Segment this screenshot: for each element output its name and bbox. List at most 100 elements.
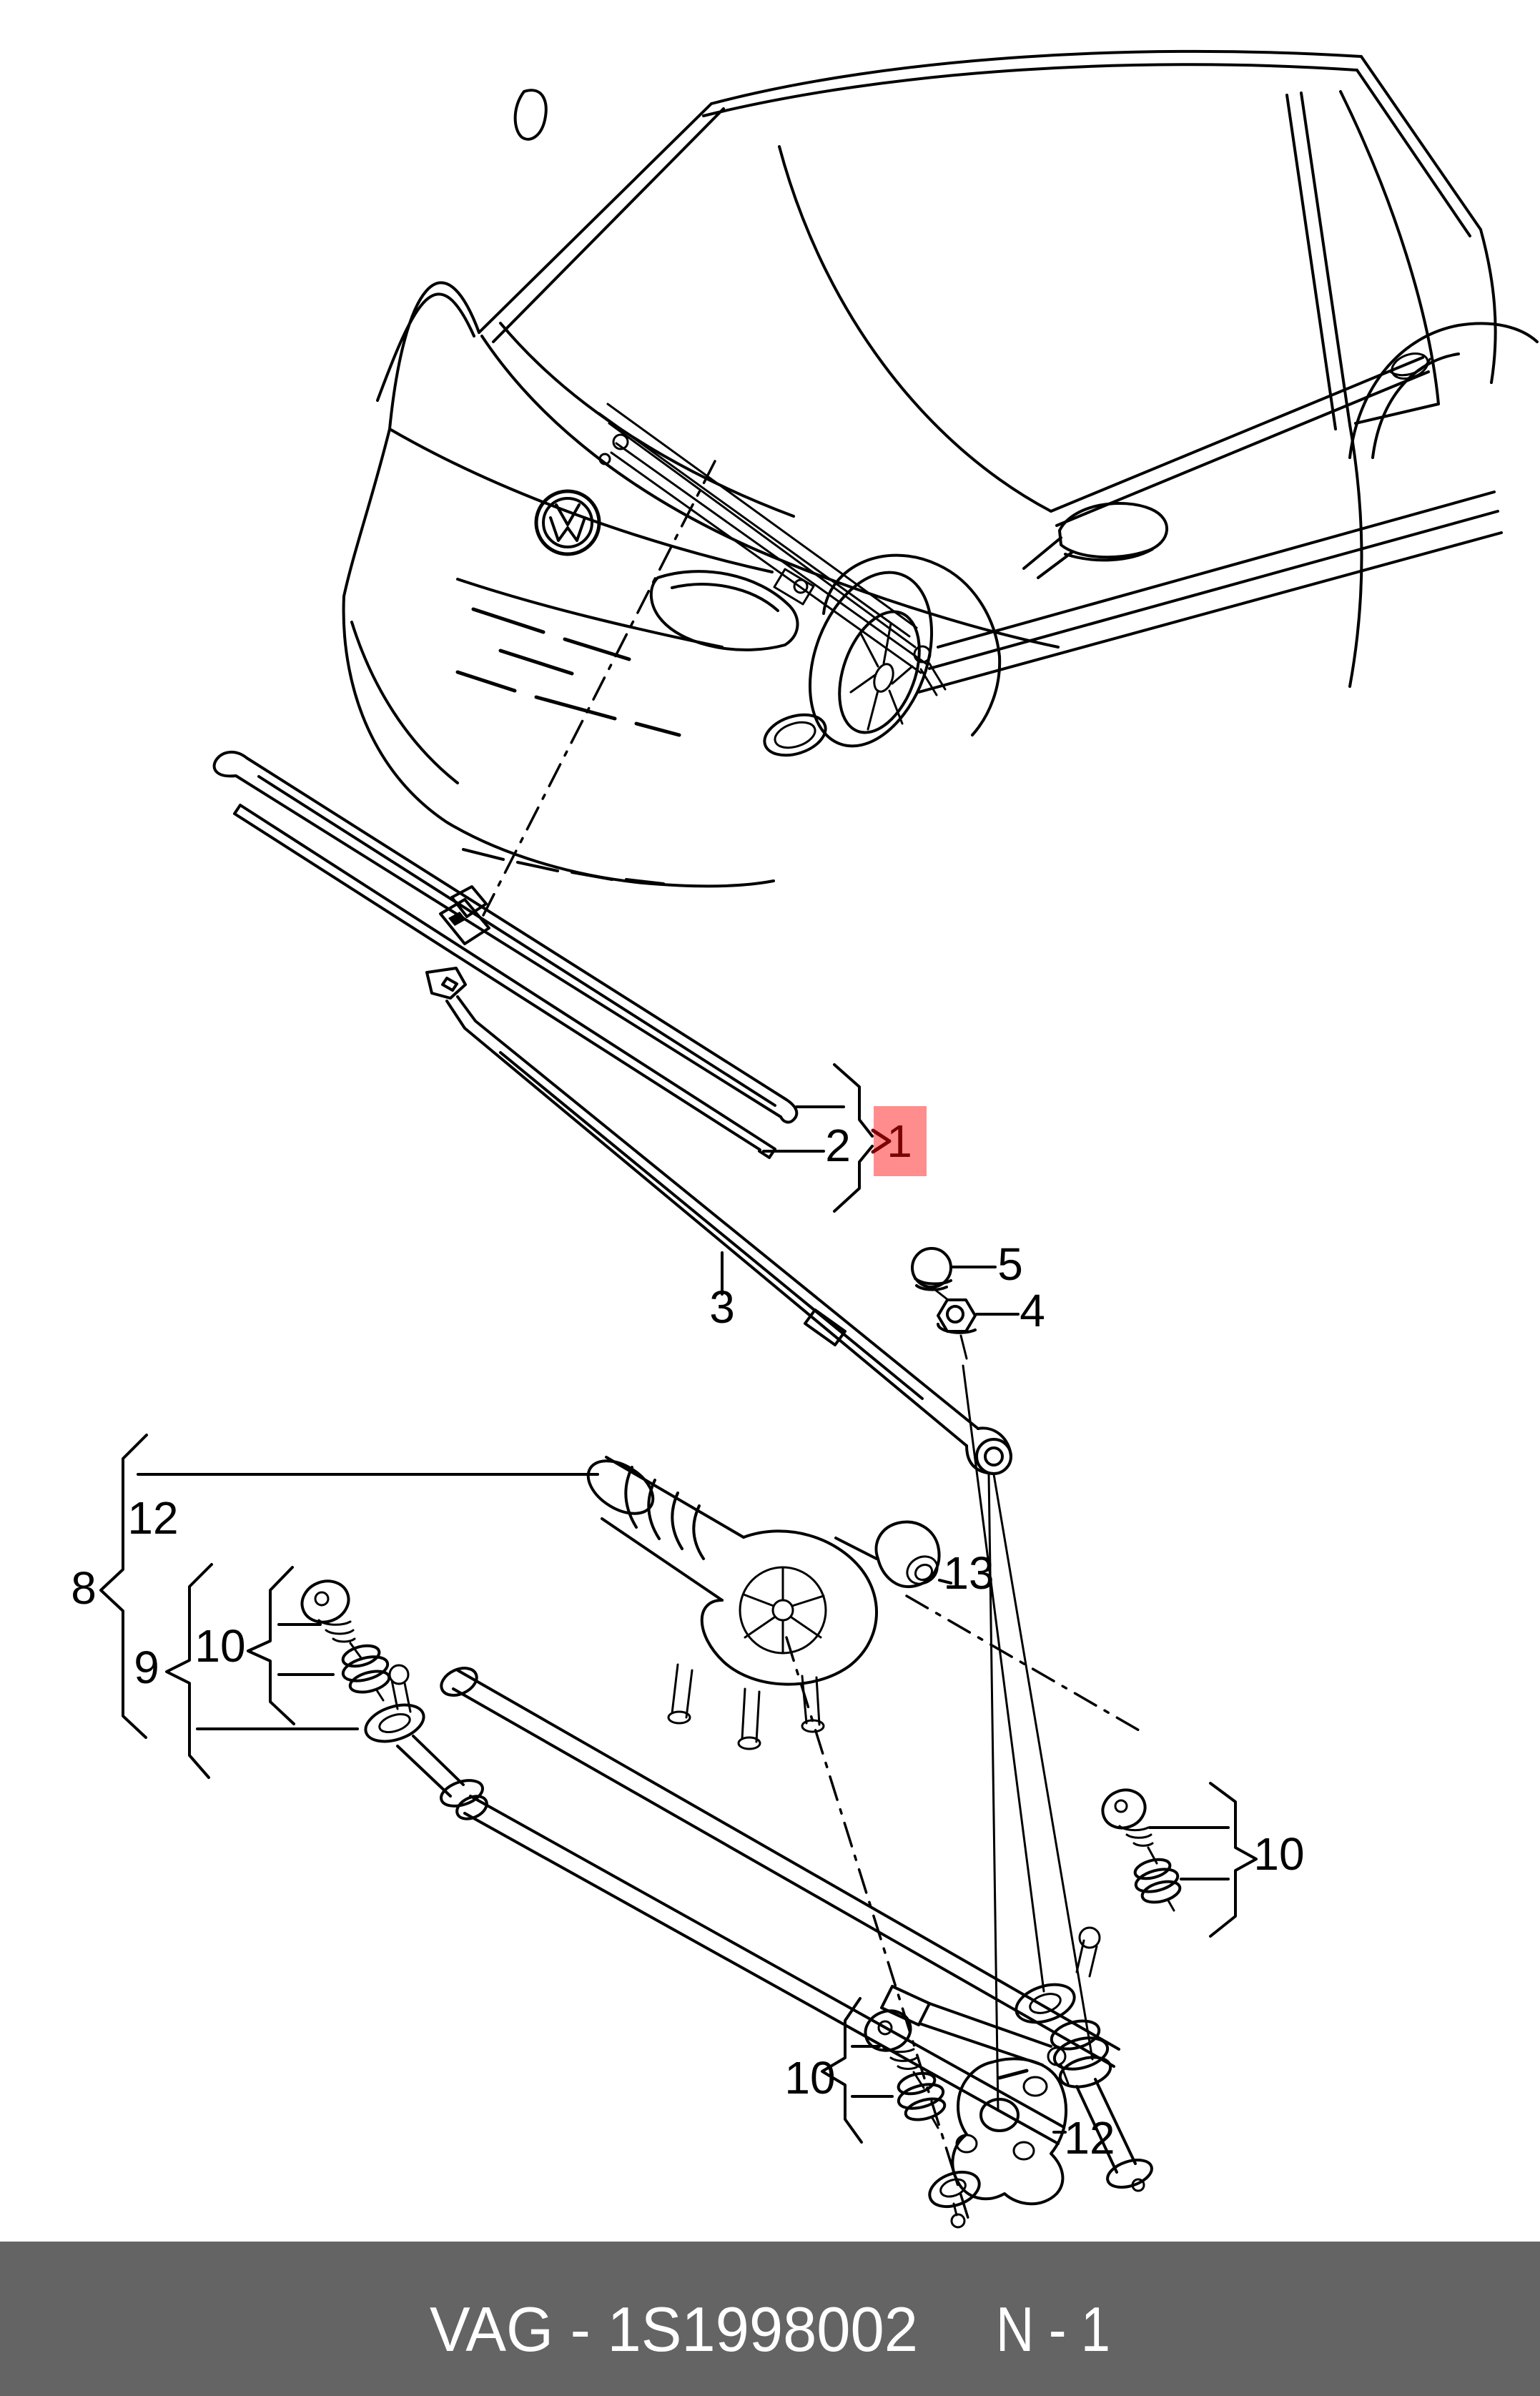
bracket-item1 — [833, 1063, 874, 1213]
car-fog-lamp — [763, 713, 827, 757]
highlight-arrow-item1 — [871, 1128, 892, 1154]
screw-right-head — [1101, 1788, 1147, 1830]
footer: VAG - 1S1998002 N - 1 — [0, 2242, 1540, 2396]
car-bumper-slots — [462, 848, 665, 885]
bracket-plate-stud-tip — [950, 2213, 966, 2229]
part-hex-nut[interactable] — [930, 1286, 977, 1360]
part-screw-left[interactable] — [296, 1574, 363, 1660]
blade-connector-slot — [448, 912, 466, 926]
car-front-arch — [822, 553, 1002, 736]
car-front-wheel — [808, 571, 934, 748]
car-grille-slats — [455, 607, 681, 737]
part-screw-bottom[interactable] — [860, 2005, 925, 2089]
callout-10-right[interactable]: 10 — [1253, 1828, 1304, 1880]
car-hood-cowl — [342, 281, 1060, 649]
callout-9[interactable]: 9 — [134, 1642, 159, 1693]
callout-4[interactable]: 4 — [1020, 1285, 1045, 1336]
screw-right-threads — [1118, 1825, 1158, 1865]
bracket-plate-hole-4 — [1012, 2141, 1035, 2161]
footer-part-code: VAG - 1S1998002 — [430, 2294, 918, 2365]
arm-shaft — [445, 995, 979, 1447]
grommet-right-top — [1133, 1858, 1172, 1880]
grommet-left-tip — [375, 1689, 385, 1702]
bracket-plate-outline — [951, 2057, 1068, 2206]
motor-stud-foot-1 — [667, 1710, 691, 1725]
part-grommet-bottom[interactable] — [896, 2070, 947, 2129]
screw-bottom-head — [864, 2009, 912, 2052]
leader-dashdot-bushing-right — [905, 1594, 1145, 1735]
callout-10-left[interactable]: 10 — [194, 1620, 245, 1672]
callout-3[interactable]: 3 — [709, 1281, 735, 1333]
nut-hole — [946, 1305, 964, 1323]
linkage-rod-1 — [452, 1669, 1120, 2068]
bracket-bottom-10 — [821, 1997, 894, 2144]
callout-12-left[interactable]: 12 — [127, 1492, 178, 1544]
bushing-socket — [906, 1555, 939, 1585]
grommet-right-mid — [1134, 1868, 1180, 1893]
part-wiper-refill[interactable] — [233, 804, 776, 1159]
bracket-group-left — [99, 1434, 599, 1779]
part-mounting-bracket[interactable] — [925, 2057, 1068, 2229]
car-headlight — [649, 570, 799, 651]
grommet-right-bot — [1140, 1880, 1182, 1904]
callout-13[interactable]: 13 — [943, 1547, 994, 1599]
car-sill — [917, 490, 1503, 694]
grommet-bottom-tip — [931, 2116, 939, 2129]
bracket-plate-pad-inner — [939, 2178, 967, 2198]
part-motor-bushing[interactable] — [874, 1520, 943, 1589]
vw-logo — [534, 489, 601, 556]
bushing-body — [874, 1520, 941, 1589]
linkage-rod1-eye — [440, 1667, 478, 1697]
part-cap[interactable] — [911, 1247, 952, 1291]
callout-8[interactable]: 8 — [71, 1562, 97, 1614]
part-wiper-motor[interactable] — [579, 1450, 878, 1750]
callout-12-bottom[interactable]: 12 — [1064, 2112, 1115, 2164]
car-rear-arch — [1348, 322, 1539, 459]
part-grommet-left[interactable] — [340, 1642, 391, 1702]
leader-item13 — [834, 1537, 952, 1584]
footer-bar — [0, 2242, 1540, 2396]
grommet-bottom-top — [897, 2071, 937, 2096]
screw-bottom-threads — [882, 2046, 925, 2089]
part-screw-right[interactable] — [1097, 1784, 1158, 1865]
nut-body — [937, 1298, 977, 1334]
callout-5[interactable]: 5 — [997, 1238, 1023, 1290]
grommet-left-bot — [348, 1670, 391, 1694]
grommet-bottom-mid — [897, 2083, 945, 2110]
screw-bottom-socket — [877, 2020, 893, 2036]
motor-stud-foot-2 — [737, 1736, 761, 1750]
motor-gear-housing — [700, 1529, 878, 1686]
arm-clamp — [804, 1308, 846, 1346]
bracket-plate-pad — [928, 2170, 981, 2209]
screw-left-threads — [317, 1619, 363, 1660]
car-door-window — [778, 90, 1440, 688]
blade-outline — [212, 751, 799, 1124]
callout-2[interactable]: 2 — [825, 1120, 851, 1171]
car-mirror — [1022, 501, 1169, 579]
bracket-plate-hole-main — [979, 2098, 1020, 2132]
grommet-left-top — [341, 1644, 381, 1668]
bracket-plate-hole-3 — [955, 2134, 978, 2154]
car-door-handle — [1389, 353, 1431, 380]
part-wiper-blade[interactable] — [212, 751, 799, 1124]
linkage-left-pivot — [364, 1664, 484, 1808]
part-wiper-arm[interactable] — [425, 967, 1012, 1475]
linkage-rod-2 — [463, 1795, 1065, 2145]
linkage-rod2-eye — [455, 1795, 488, 1820]
blade-connector — [439, 885, 490, 945]
highlight-box-item1[interactable] — [874, 1106, 927, 1176]
callout-10-bottom[interactable]: 10 — [784, 2052, 835, 2104]
part-grommet-right[interactable] — [1133, 1856, 1183, 1912]
bracket-right-10 — [1148, 1782, 1258, 1938]
bushing-socket-inner — [914, 1563, 934, 1582]
car-illustration — [342, 49, 1539, 888]
bracket-plate-slot — [997, 2069, 1029, 2080]
part-linkage-frame[interactable] — [361, 1663, 1155, 2192]
motor-studs — [671, 1663, 821, 1743]
nut-stem — [930, 1286, 968, 1360]
cap-flange — [914, 1277, 952, 1291]
refill-outline — [233, 804, 776, 1159]
callout-1[interactable]: 1 — [887, 1115, 912, 1167]
